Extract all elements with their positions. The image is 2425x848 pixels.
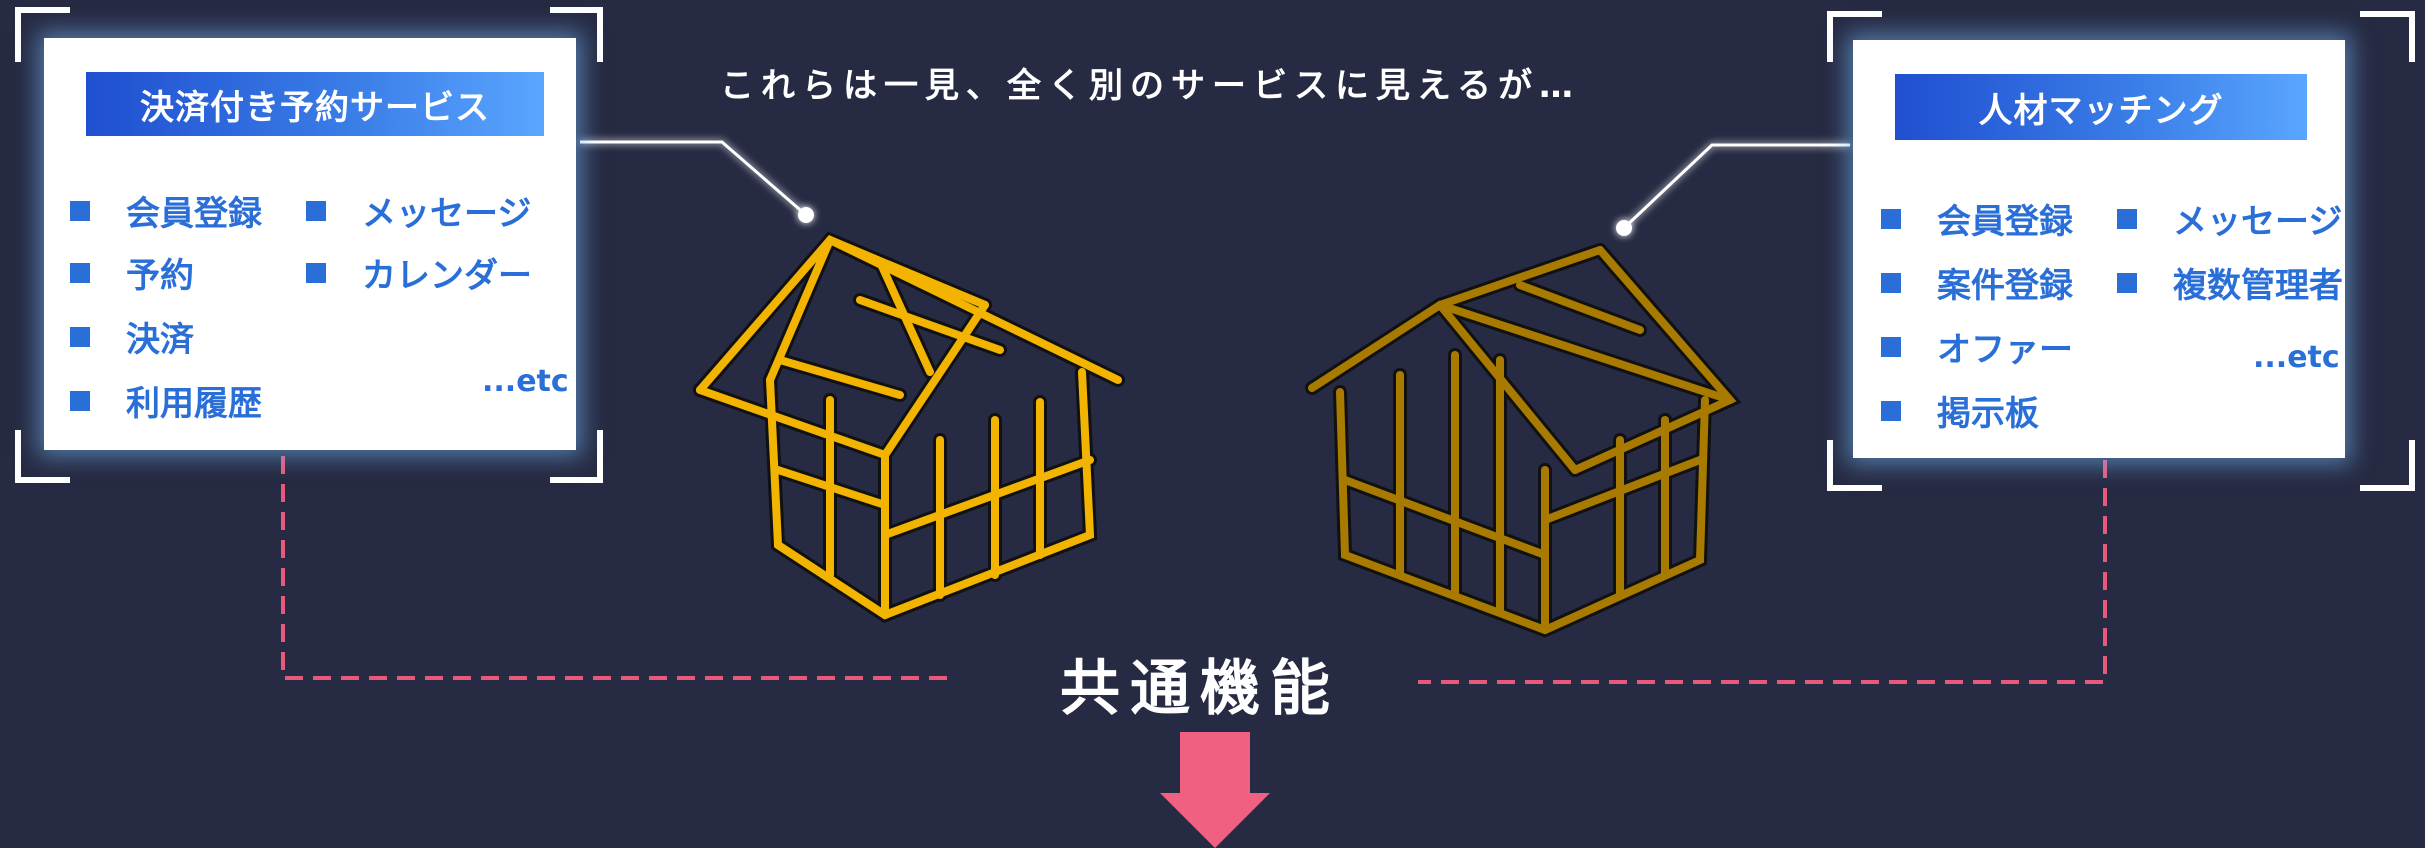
left-item-reservation: 予約 [70,248,194,297]
bullet-square-icon [1881,272,1901,293]
left-item-usage-history: 利用履歴 [70,376,262,425]
bullet-square-icon [1881,208,1901,229]
item-label: 会員登録 [126,194,262,234]
right-etc-label: ...etc [2253,340,2340,375]
item-label: 決済 [126,320,194,360]
bullet-square-icon [1881,400,1901,421]
right-connector-line [1622,143,1850,230]
right-item-offer: オファー [1881,322,2073,371]
item-label: 複数管理者 [2173,266,2343,306]
bullet-square-icon [70,200,90,221]
left-item-payment: 決済 [70,312,194,361]
right-item-message: メッセージ [2117,194,2342,243]
right-item-member-registration: 会員登録 [1881,194,2073,243]
item-label: 予約 [126,256,194,296]
item-label: 案件登録 [1937,266,2073,306]
right-service-card: 人材マッチング 会員登録 案件登録 オファー 掲示板 メッセージ 複数管理者 .… [1853,40,2345,458]
left-connector-dot [798,207,814,223]
left-item-member-registration: 会員登録 [70,186,262,235]
left-corner-bracket-icon [15,7,603,483]
right-corner-bracket-icon [1827,11,2415,491]
bullet-square-icon [1881,336,1901,357]
left-item-message: メッセージ [306,186,531,235]
bullet-square-icon [70,390,90,411]
left-item-calendar: カレンダー [306,248,532,297]
bullet-square-icon [306,200,326,221]
left-house-frame-icon [693,231,1125,623]
item-label: カレンダー [362,256,532,296]
item-label: オファー [1937,330,2073,370]
bullet-square-icon [70,326,90,347]
headline-text: これらは一見、全く別のサービスに見えるが… [720,66,1580,106]
left-house-frame-fill [696,235,1122,620]
bullet-square-icon [2117,208,2137,229]
right-item-bulletin-board: 掲示板 [1881,386,2039,435]
right-item-multiple-admins: 複数管理者 [2117,258,2343,307]
item-label: メッセージ [2173,202,2343,242]
item-label: 掲示板 [1937,394,2039,434]
item-label: 会員登録 [1937,202,2073,242]
right-house-frame-fill [1308,246,1737,635]
item-label: メッセージ [362,194,532,234]
left-connector-line [580,140,807,217]
common-function-label: 共通機能 [1060,654,1340,724]
down-arrow-icon [1160,732,1270,848]
bullet-square-icon [2117,272,2137,293]
right-card-title: 人材マッチング [1895,74,2307,140]
left-service-card: 決済付き予約サービス 会員登録 予約 決済 利用履歴 メッセージ カレンダー .… [44,38,576,450]
left-card-title: 決済付き予約サービス [86,72,544,136]
bullet-square-icon [70,262,90,283]
right-item-project-registration: 案件登録 [1881,258,2073,307]
item-label: 利用履歴 [126,384,262,424]
left-etc-label: ...etc [482,364,569,399]
right-connector-dot [1616,220,1632,236]
bullet-square-icon [306,262,326,283]
